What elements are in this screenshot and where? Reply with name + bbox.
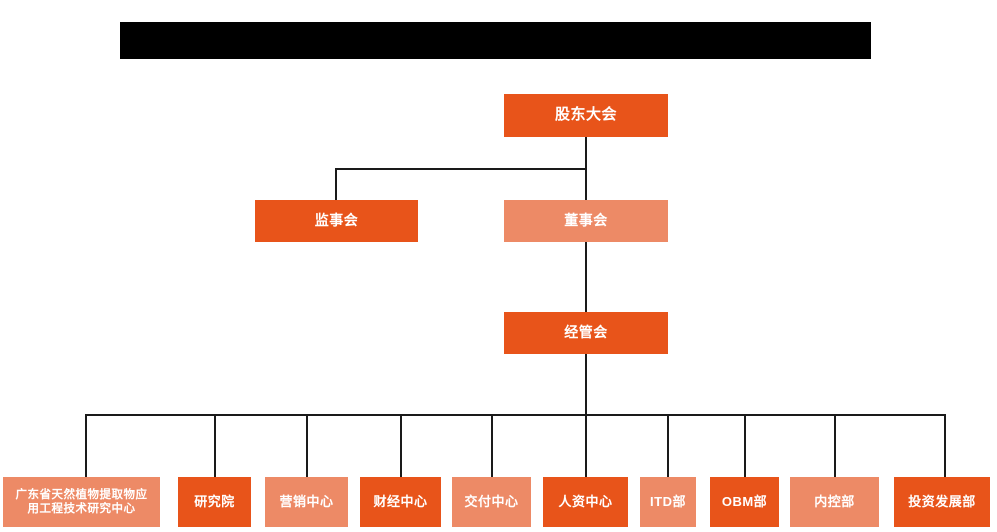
connector-to-directors	[585, 168, 587, 201]
connector-to-itd-dept	[667, 414, 669, 477]
node-marketing-center[interactable]: 营销中心	[265, 477, 348, 527]
node-shareholders-meeting-label: 股东大会	[554, 106, 617, 124]
node-obm-dept-label: OBM部	[721, 493, 768, 509]
node-delivery-center[interactable]: 交付中心	[452, 477, 531, 527]
node-delivery-center-label: 交付中心	[464, 493, 519, 509]
node-eng-center-label-line2: 用工程技术研究中心	[27, 503, 136, 515]
node-management-committee[interactable]: 经管会	[504, 312, 668, 354]
connector-to-hr-center	[585, 414, 587, 477]
connector-to-delivery-center	[491, 414, 493, 477]
node-board-of-directors-label: 董事会	[564, 212, 608, 229]
node-itd-dept-label: ITD部	[650, 493, 686, 509]
node-marketing-center-label: 营销中心	[279, 493, 334, 509]
connector-shareholders-down	[585, 137, 587, 169]
node-finance-center[interactable]: 财经中心	[360, 477, 441, 527]
node-management-committee-label: 经管会	[564, 324, 608, 341]
connector-to-supervisors	[335, 168, 337, 201]
node-obm-dept[interactable]: OBM部	[710, 477, 779, 527]
connector-to-marketing-center	[306, 414, 308, 477]
node-internal-control-dept[interactable]: 内控部	[790, 477, 879, 527]
connector-directors-to-management	[585, 241, 587, 312]
node-investment-dev-dept[interactable]: 投资发展部	[894, 477, 990, 527]
connector-to-internal-control-dept	[834, 414, 836, 477]
redacted-title-banner	[120, 22, 871, 59]
node-eng-center-label-line1: 广东省天然植物提取物应	[15, 488, 148, 501]
node-board-of-directors[interactable]: 董事会	[504, 200, 668, 242]
node-itd-dept[interactable]: ITD部	[640, 477, 696, 527]
connector-to-research-institute	[214, 414, 216, 477]
node-eng-center-label: 广东省天然植物提取物应 用工程技术研究中心	[16, 488, 148, 517]
connector-to-finance-center	[400, 414, 402, 477]
node-hr-center-label: 人资中心	[558, 493, 613, 509]
node-internal-control-dept-label: 内控部	[814, 493, 855, 509]
node-hr-center[interactable]: 人资中心	[543, 477, 628, 527]
node-finance-center-label: 财经中心	[373, 493, 428, 509]
connector-to-obm-dept	[744, 414, 746, 477]
connector-level2-bus	[336, 168, 587, 170]
node-investment-dev-dept-label: 投资发展部	[908, 493, 976, 509]
node-board-of-supervisors[interactable]: 监事会	[255, 200, 418, 242]
node-eng-center[interactable]: 广东省天然植物提取物应 用工程技术研究中心	[3, 477, 160, 527]
connector-management-down	[585, 354, 587, 415]
connector-level4-bus	[85, 414, 945, 416]
node-board-of-supervisors-label: 监事会	[314, 212, 359, 229]
node-shareholders-meeting[interactable]: 股东大会	[504, 94, 668, 137]
connector-to-investment-dev-dept	[944, 414, 946, 477]
node-research-institute-label: 研究院	[194, 493, 235, 509]
connector-to-eng-center	[85, 414, 87, 477]
node-research-institute[interactable]: 研究院	[178, 477, 251, 527]
